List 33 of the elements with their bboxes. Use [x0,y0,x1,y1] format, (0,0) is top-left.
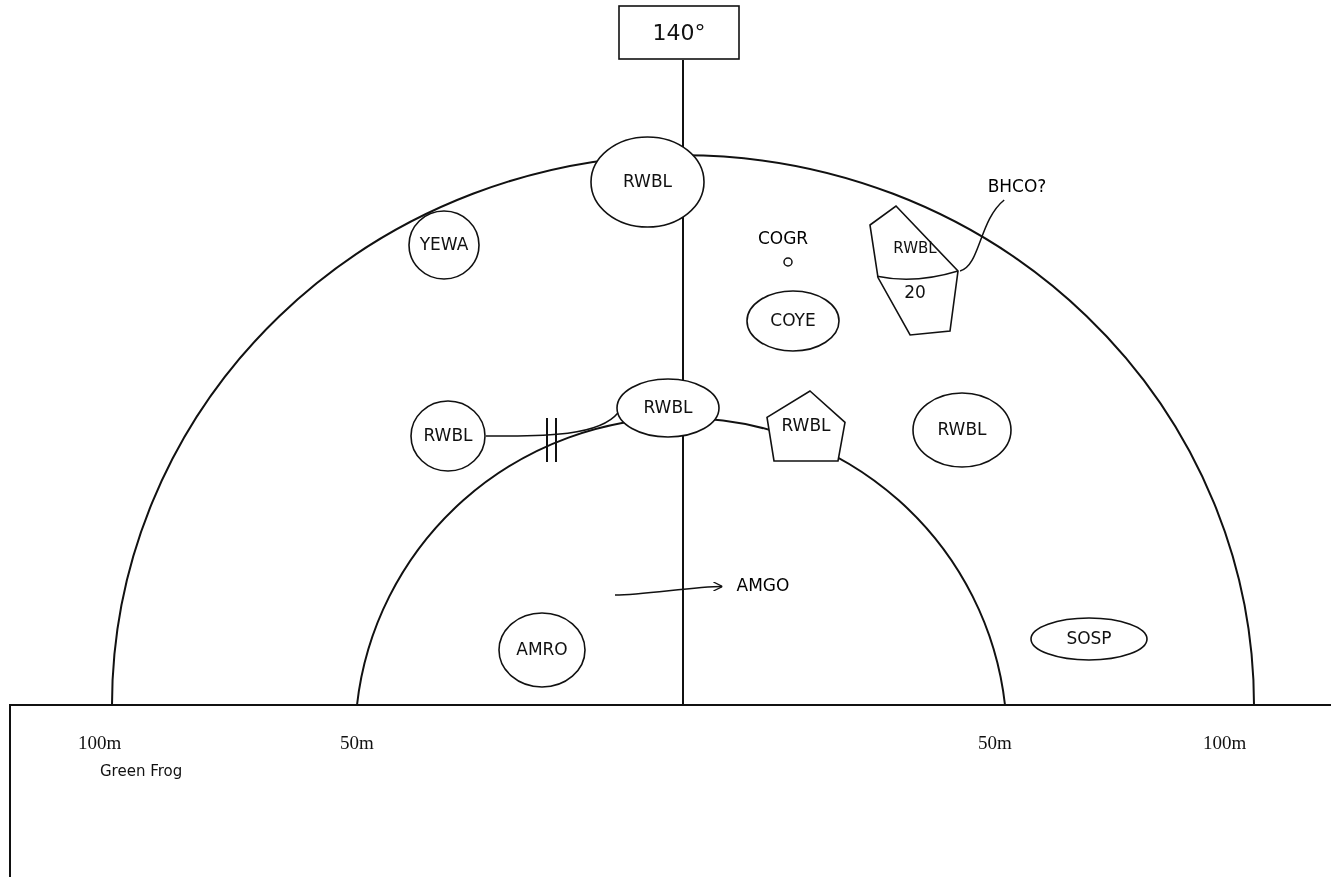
circled-species-code [912,392,1012,468]
circled-species-code [590,136,705,228]
circled-species-code [746,290,840,352]
leader-line [959,199,1005,272]
species-code: RWBL [643,398,693,418]
species-code: RWBL [622,172,673,192]
species-code: COYE [770,311,816,331]
species-code: AMGO [728,570,798,600]
bearing-label: 140° [652,19,706,46]
species-code: RWBL [423,426,473,446]
handwritten-note: Green Frog [100,762,183,780]
scale-label: 100m [78,732,122,754]
circled-species-code [616,378,720,438]
species-code: BHCO? [985,172,1049,200]
scale-label: 50m [978,732,1012,754]
species-code: YEWA [419,235,469,255]
leader-line [485,412,619,437]
circled-species-code [498,612,586,688]
species-code: COGR [752,225,814,251]
species-code: SOSP [1066,629,1112,649]
scale-label: 50m [340,732,374,754]
count-label: 20 [904,282,926,303]
species-code: AMRO [516,640,568,660]
bearing-box [618,5,740,60]
species-code: RWBL [781,416,831,436]
scale-label: 100m [1203,732,1247,754]
species-code: RWBL [893,239,937,257]
species-code: RWBL [937,420,987,440]
circled-species-code [1030,617,1148,661]
arrow [614,581,724,596]
circled-species-code [410,400,486,472]
circled-species-code [408,210,480,280]
outlined-species-code [766,390,846,462]
